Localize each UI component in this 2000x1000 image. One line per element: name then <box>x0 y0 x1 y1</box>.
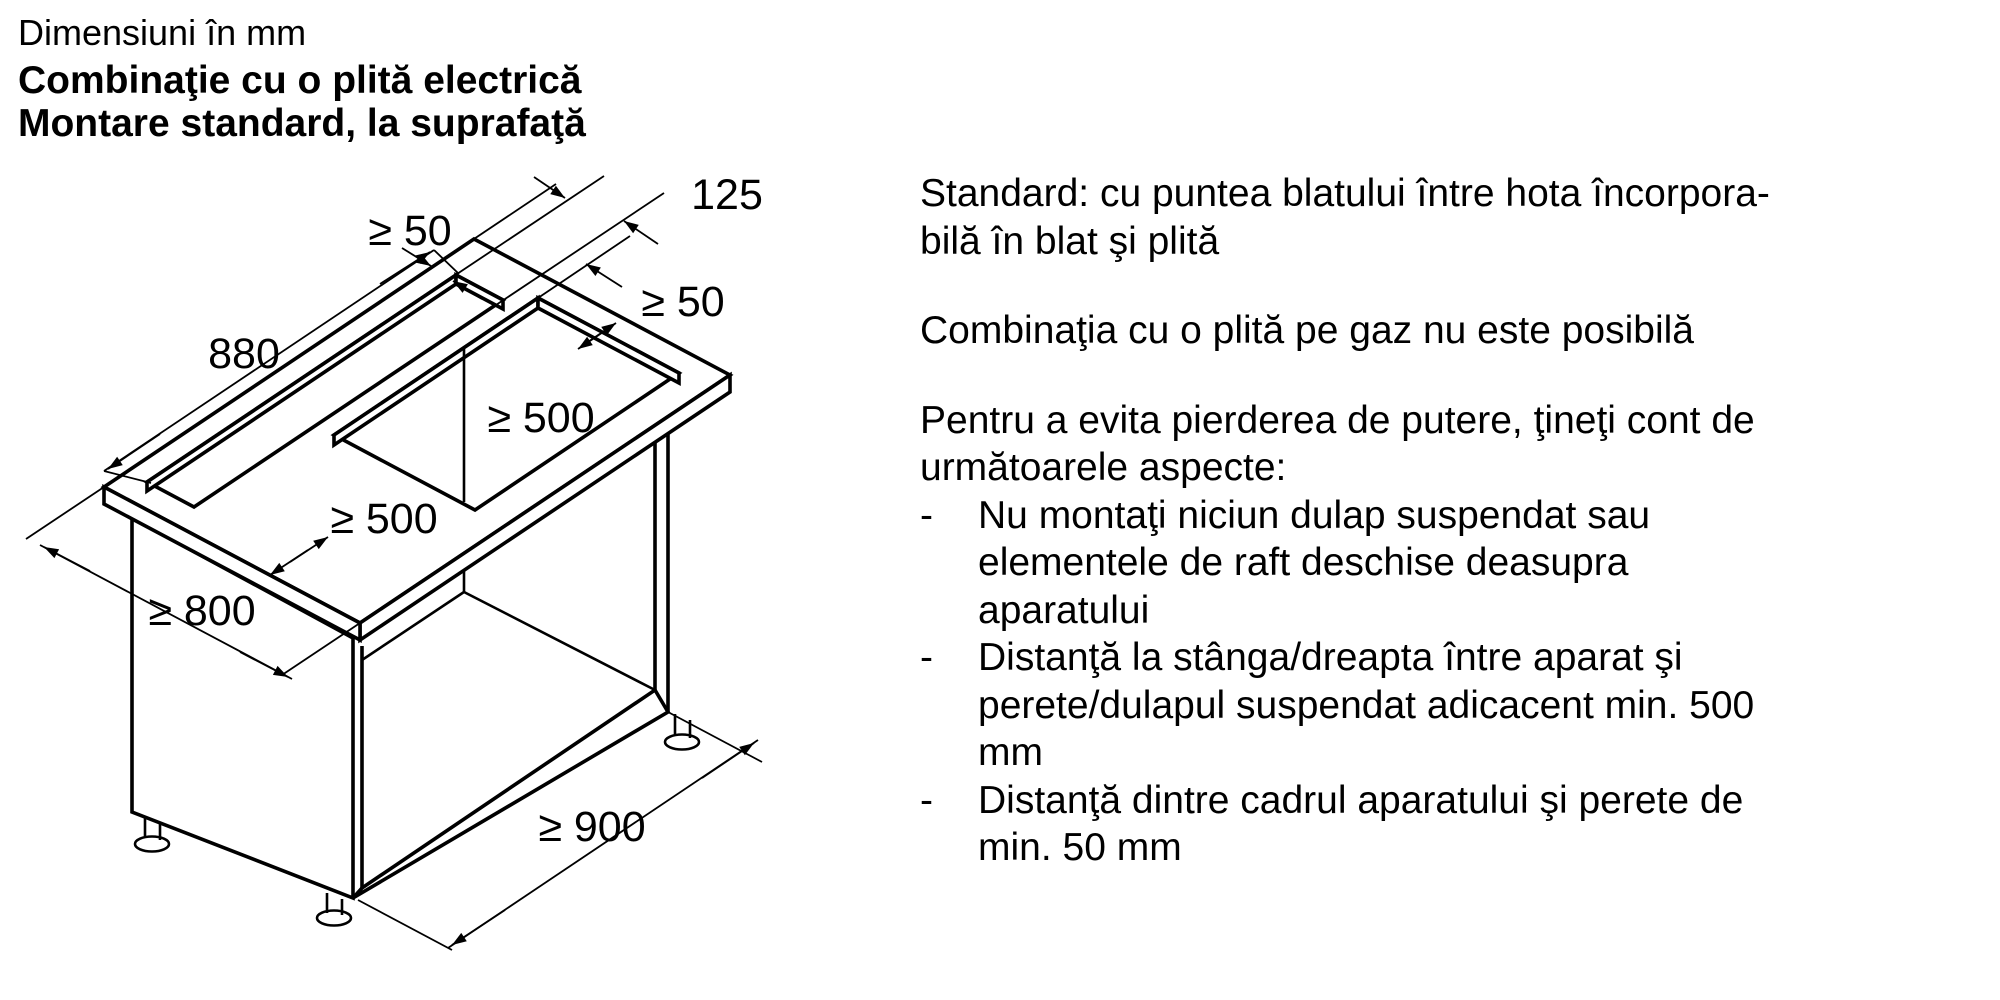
dim-500-left-label: ≥ 500 <box>330 495 437 543</box>
dim-900-label: ≥ 900 <box>538 803 645 851</box>
text-line-content: mm <box>978 731 1043 774</box>
dimension-clearance-left: ≥ 500 <box>269 495 438 576</box>
hob-inner-right-wall <box>536 295 681 386</box>
dimension-slot-length: 880 <box>103 249 460 484</box>
text-line-content: Distanţă dintre cadrul aparatului şi per… <box>978 778 1744 822</box>
text-line: Combinaţia cu o plită pe gaz nu este pos… <box>920 307 1990 355</box>
text-line-content: Pentru a evita pierderea de putere, ţine… <box>920 398 1755 442</box>
text-line: bilă în blat şi plită <box>920 218 1990 266</box>
text-line-content: aparatului <box>978 588 1150 632</box>
text-line-content: Nu montaţi niciun dulap suspendat sau <box>978 493 1651 537</box>
text-line-content: Combinaţia cu o plită pe gaz nu este pos… <box>920 309 1694 352</box>
text-line-content: următoarele aspecte: <box>920 446 1287 489</box>
text-line: Pentru a evita pierderea de putere, ţine… <box>920 397 1990 445</box>
subtitle-combination: Combinaţie cu o plită electrică <box>18 59 582 102</box>
bullet-dash: - <box>920 778 933 822</box>
page-title: Dimensiuni în mm <box>18 12 307 53</box>
dim-800-label: ≥ 800 <box>148 587 255 635</box>
dim-50-right-label: ≥ 50 <box>641 278 724 326</box>
dim-50-back-label: ≥ 50 <box>368 207 451 255</box>
subtitle-mounting: Montare standard, la suprafaţă <box>18 102 586 145</box>
text-line-content: elementele de raft deschise deasupra <box>978 541 1629 584</box>
hob-cutout <box>330 294 683 513</box>
dim-500-right-label: ≥ 500 <box>487 394 594 442</box>
text-line: perete/dulapul suspendat adicacent min. … <box>920 682 1990 730</box>
text-line: - Distanţă la stânga/dreapta între aparat… <box>920 634 1990 682</box>
cabinet-bottom-band <box>351 687 671 900</box>
text-line: mm <box>920 729 1990 777</box>
right-column: Standard: cu puntea blatului între hota … <box>920 170 1990 872</box>
dim-880-label: 880 <box>208 330 280 378</box>
bullet-dash: - <box>920 636 933 679</box>
text-line: Standard: cu puntea blatului între hota … <box>920 170 1990 218</box>
cabinet-floor-back-edge <box>361 590 465 662</box>
dim-125-label: 125 <box>691 171 763 219</box>
text-line: - Distanţă dintre cadrul aparatului şi pe… <box>920 777 1990 825</box>
text-line-content: Distanţă la stânga/dreapta între aparat … <box>978 636 1683 679</box>
text-line-content: perete/dulapul suspendat adicacent min. … <box>978 683 1755 727</box>
text-line: aparatului <box>920 587 1990 635</box>
dimension-clearance-right: ≥ 500 <box>487 322 617 442</box>
dimension-worktop-depth: ≥ 800 <box>25 486 361 680</box>
worktop-left-face <box>102 484 362 643</box>
dimension-slot-width: 125 <box>483 171 763 314</box>
worktop <box>100 236 734 644</box>
text-line-content: min. 50 mm <box>978 826 1182 869</box>
text-line-content: Standard: cu puntea blatului între hota … <box>920 172 1770 215</box>
text-line-content: bilă în blat şi plită <box>920 219 1220 263</box>
dimension-slot-hob-gap: ≥ 50 <box>537 235 725 326</box>
installation-diagram: 880 ≥ 800 ≥ 900 ≥ 50 125 ≥ 50 <box>25 171 763 951</box>
text-line: elementele de raft deschise deasupra <box>920 539 1990 587</box>
foot-back-left <box>133 818 171 853</box>
text-line: următoarele aspecte: <box>920 444 1990 492</box>
cabinet-floor-right-edge <box>463 590 656 692</box>
text-line: - Nu montaţi niciun dulap suspendat sau <box>920 492 1990 540</box>
dimension-cabinet-width: ≥ 900 <box>357 711 763 951</box>
bullet-dash: - <box>920 493 933 537</box>
text-line: min. 50 mm <box>920 824 1990 872</box>
foot-front-left <box>315 893 353 927</box>
dimension-back-gap: ≥ 50 <box>349 175 605 323</box>
